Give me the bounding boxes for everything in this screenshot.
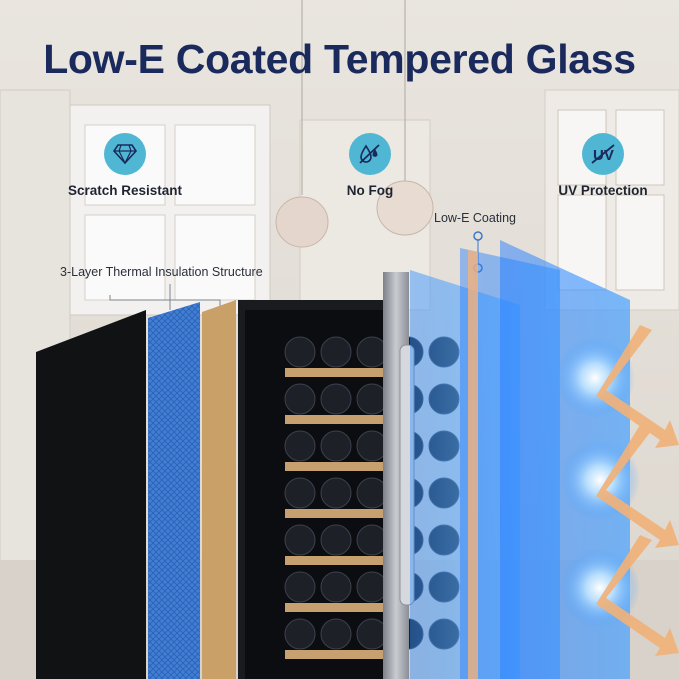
feature-scratch-resistant: Scratch Resistant <box>50 133 200 198</box>
wine-bottle <box>320 618 352 650</box>
wine-bottle <box>284 430 316 462</box>
wine-bottle <box>320 477 352 509</box>
wine-bottle <box>284 383 316 415</box>
wooden-shelf <box>285 603 385 612</box>
wine-bottle <box>320 336 352 368</box>
wine-bottle <box>356 336 388 368</box>
feature-uv-protection: UV UV Protection <box>548 133 658 198</box>
wine-bottle <box>320 524 352 556</box>
page-title: Low-E Coated Tempered Glass <box>43 36 636 82</box>
uv-blocked-icon: UV <box>582 133 624 175</box>
svg-text:UV: UV <box>593 147 614 164</box>
feature-label: No Fog <box>346 183 394 198</box>
wooden-shelf <box>285 509 385 518</box>
feature-label: UV Protection <box>558 183 648 198</box>
low-e-coating-callout: Low-E Coating <box>434 211 516 225</box>
wine-bottle <box>284 524 316 556</box>
wine-bottle <box>356 571 388 603</box>
insulation-callout: 3-Layer Thermal Insulation Structure <box>60 265 263 279</box>
wine-bottle <box>356 430 388 462</box>
wooden-shelf <box>285 462 385 471</box>
wine-bottle <box>356 524 388 556</box>
diamond-icon <box>104 133 146 175</box>
wine-bottle <box>320 383 352 415</box>
wooden-shelf <box>285 556 385 565</box>
wooden-shelf <box>285 415 385 424</box>
wooden-shelf <box>285 650 385 659</box>
wine-bottle <box>284 336 316 368</box>
feature-no-fog: No Fog <box>325 133 415 198</box>
wooden-shelf <box>285 368 385 377</box>
wine-bottle <box>284 477 316 509</box>
wine-bottle <box>320 571 352 603</box>
wine-bottle <box>284 571 316 603</box>
wine-bottle <box>284 618 316 650</box>
wine-bottle <box>356 477 388 509</box>
wine-bottle <box>356 618 388 650</box>
feature-label: Scratch Resistant <box>67 183 183 198</box>
wine-bottle <box>320 430 352 462</box>
wine-bottle <box>356 383 388 415</box>
no-fog-icon <box>349 133 391 175</box>
